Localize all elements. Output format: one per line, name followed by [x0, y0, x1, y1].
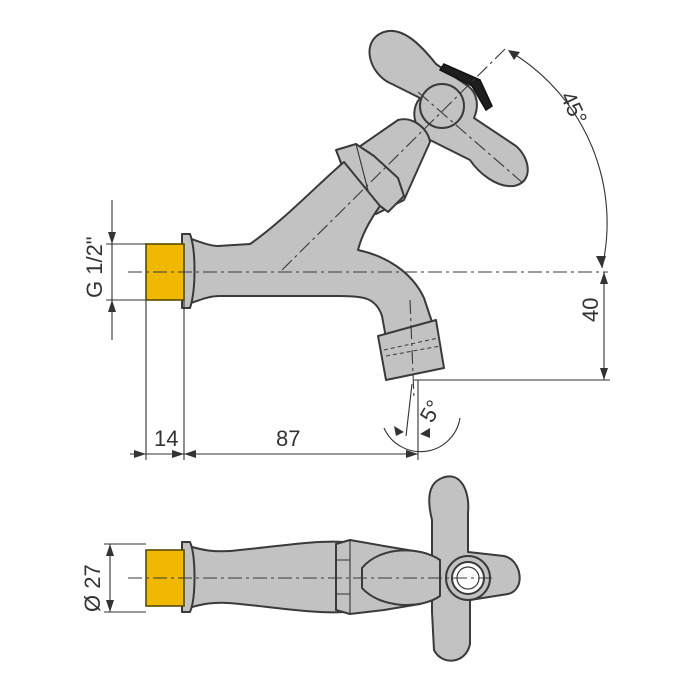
label-body-length: 87 — [276, 426, 300, 451]
aerator — [377, 319, 445, 381]
label-spout-height: 40 — [578, 298, 603, 322]
label-handle-angle: 45° — [555, 88, 592, 129]
dimension-lengths: 14 87 — [130, 300, 419, 460]
thread-bottom — [145, 549, 185, 607]
bottom-view: Ø 27 — [80, 475, 521, 662]
centerline-handle — [417, 91, 525, 185]
centerline-outlet — [409, 299, 415, 399]
label-thread-length: 14 — [154, 426, 178, 451]
label-diameter: Ø 27 — [80, 564, 105, 612]
centerline-body-axis — [281, 47, 507, 271]
label-spout-angle: 5° — [415, 396, 447, 427]
dimension-spout-height: 40 — [414, 272, 610, 381]
dimension-spout-angle: 5° — [383, 383, 461, 453]
dimension-thread-size: G 1/2" — [82, 200, 146, 340]
side-view: G 1/2" 14 87 40 45° — [82, 29, 610, 460]
label-thread-size: G 1/2" — [82, 236, 107, 298]
faucet-body — [181, 161, 433, 339]
outlet-ring — [445, 555, 491, 601]
dimension-diameter: Ø 27 — [80, 543, 146, 613]
handle-cross-side — [368, 29, 529, 188]
